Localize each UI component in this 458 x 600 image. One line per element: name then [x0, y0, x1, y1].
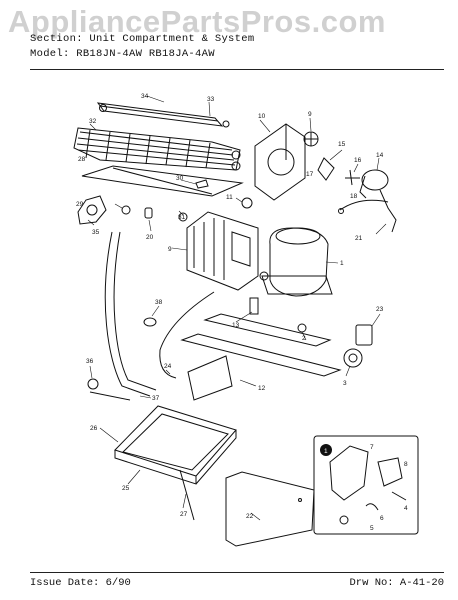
- callout-23: 23: [376, 306, 384, 313]
- part-drain-pan: [114, 405, 237, 485]
- part-support-rail: [180, 313, 342, 401]
- part-wire-lead: [159, 291, 215, 379]
- part-tube-assembly: [77, 195, 107, 225]
- section-prefix: Section:: [30, 33, 83, 45]
- callout-15: 15: [338, 141, 346, 148]
- callout-27: 27: [180, 511, 188, 518]
- part-screw: [144, 207, 153, 219]
- callout-9-top: 9: [308, 111, 312, 118]
- callout-17: 17: [306, 171, 314, 178]
- part-coil: [186, 211, 259, 291]
- part-fan-blade: [303, 131, 319, 147]
- callout-20: 20: [146, 234, 154, 241]
- part-drain-tube: [96, 102, 230, 128]
- callout-26: 26: [90, 425, 98, 432]
- callout-16: 16: [354, 157, 362, 164]
- callout-31: 31: [178, 214, 186, 221]
- part-clip: [195, 179, 209, 189]
- part-capacitor: [249, 297, 259, 315]
- callout-25: 25: [122, 485, 130, 492]
- callout-3: 3: [343, 380, 347, 387]
- section-value: Unit Compartment & System: [89, 33, 255, 45]
- callout-21: 21: [355, 235, 363, 242]
- inset-callout-7: 7: [370, 444, 374, 451]
- part-fan-bracket: [317, 157, 360, 186]
- model-line: Model: RB18JN-4AW RB18JA-4AW: [30, 48, 215, 60]
- header-divider: [30, 69, 444, 70]
- part-fan-shroud: [254, 123, 306, 201]
- part-access-panel: [225, 471, 315, 547]
- issue-date: Issue Date: 6/90: [30, 577, 131, 589]
- footer-divider: [30, 572, 444, 573]
- callout-33: 33: [207, 96, 215, 103]
- callout-30: 30: [176, 175, 184, 182]
- watermark-text: AppliancePartsPros.com: [8, 4, 386, 39]
- inset-marker: [320, 444, 332, 456]
- callout-28: 28: [78, 156, 86, 163]
- inset-box: [313, 435, 419, 535]
- part-clamp: [143, 317, 157, 327]
- part-grommet: [241, 197, 253, 209]
- model-value: RB18JN-4AW RB18JA-4AW: [76, 48, 215, 60]
- part-relay: [343, 348, 363, 368]
- callout-13: 13: [232, 322, 240, 329]
- part-cover-plate: [81, 165, 244, 197]
- callout-11: 11: [226, 194, 233, 201]
- inset-callout-4: 4: [404, 505, 408, 512]
- callout-35: 35: [92, 229, 100, 236]
- inset-callout-8: 8: [404, 461, 408, 468]
- callout-18: 18: [350, 193, 358, 200]
- callout-1: 1: [340, 260, 344, 267]
- section-line: Section: Unit Compartment & System: [30, 33, 254, 45]
- callout-37: 37: [152, 395, 160, 402]
- part-wire-harness: [338, 199, 389, 214]
- inset-callout-6: 6: [380, 515, 384, 522]
- part-fitting: [87, 378, 99, 390]
- model-prefix: Model:: [30, 48, 70, 60]
- part-mount-grommet: [297, 323, 307, 333]
- callout-9-coil: 9: [168, 246, 172, 253]
- callout-2: 2: [302, 335, 306, 342]
- part-grommet-small: [121, 205, 131, 215]
- callout-34: 34: [141, 93, 149, 100]
- callout-36: 36: [86, 358, 94, 365]
- part-compressor: [259, 227, 333, 297]
- drawing-number: Drw No: A-41-20: [349, 577, 444, 589]
- callout-32: 32: [89, 118, 97, 125]
- part-bracket: [178, 212, 188, 222]
- inset-marker-text: 1: [324, 448, 328, 455]
- callout-38: 38: [155, 299, 163, 306]
- callout-29: 29: [76, 201, 84, 208]
- part-condenser-coil: [73, 127, 241, 171]
- callout-labels: 34 33 32 28 10 9 15 17 16 18 14 21 30 29…: [76, 93, 408, 532]
- callout-12: 12: [258, 385, 266, 392]
- part-rod: [179, 469, 195, 521]
- callout-14: 14: [376, 152, 384, 159]
- part-overload: [355, 324, 373, 346]
- callout-22: 22: [246, 513, 254, 520]
- callout-24: 24: [164, 363, 172, 370]
- part-water-tube: [89, 231, 157, 401]
- inset-callout-5: 5: [370, 525, 374, 532]
- callout-10: 10: [258, 113, 266, 120]
- part-fan-motor: [359, 169, 397, 233]
